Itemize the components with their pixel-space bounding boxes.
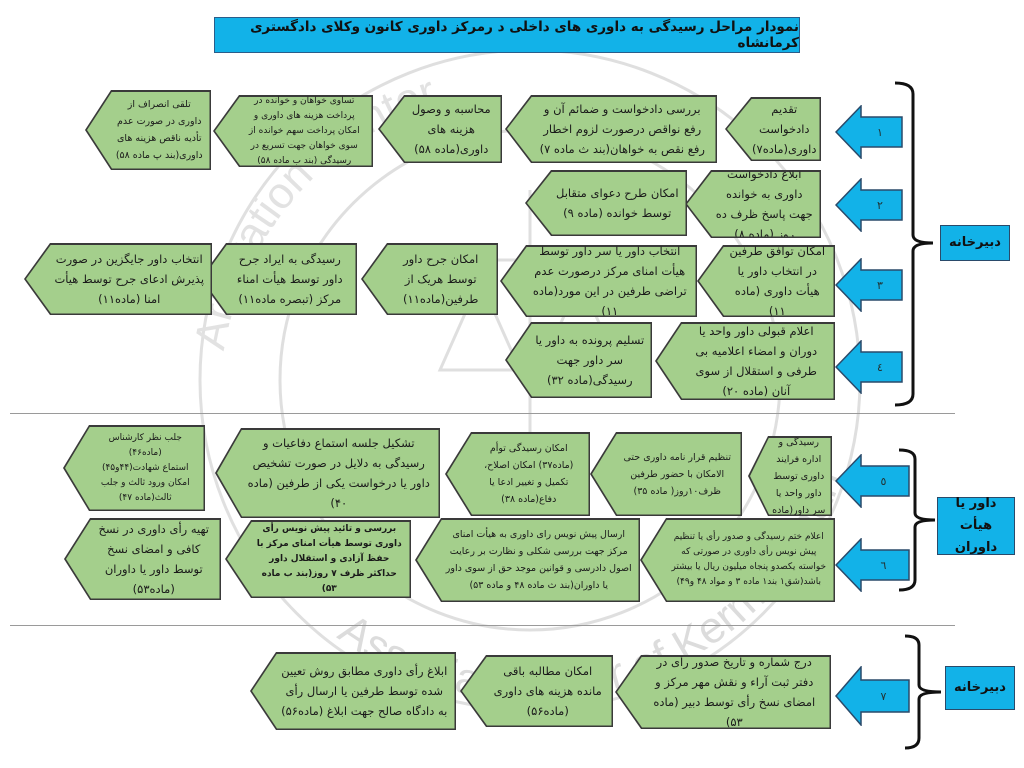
brace-icon (904, 634, 942, 750)
brace-icon (894, 81, 934, 407)
box-text: تهیه رأی داوری در نسخ کافی و امضای نسخ ت… (98, 522, 210, 596)
process-box-replacement-arbitrator: انتخاب داور جایگزین در صورت پذیرش ادعای … (24, 243, 212, 315)
box-text: درج شماره و تاریخ صدور رأی در دفتر ثبت آ… (653, 655, 816, 729)
process-box-review-challenge: رسیدگی به ایراد جرح داور توسط هیأت امناء… (200, 243, 357, 315)
box-text: انتخاب داور جایگزین در صورت پذیرش ادعای … (54, 252, 205, 306)
box-text: تساوی خواهان و خوانده در پرداخت هزینه ها… (248, 95, 360, 166)
section-label-arbitrators: داور یا هیأت داوران (937, 496, 1015, 555)
box-text: شروع رسیدگی و اداره فرایند داوری توسط دا… (772, 419, 826, 516)
box-text-line: استماع شهادت(۴۴و۴۵) (101, 462, 189, 473)
box-text: تشکیل جلسه استماع دفاعیات و رسیدگی به دل… (247, 436, 430, 510)
box-text: اعلام قبولی داور واحد یا دوران و امضاء ا… (695, 324, 818, 398)
process-box-approve-draft: بررسی و تائید پیش نویس رأی داوری توسط هی… (225, 520, 411, 598)
step-number: ١ (877, 125, 883, 139)
step-1-arrow: ١ (835, 105, 903, 159)
box-text: بررسی و تائید پیش نویس رأی داوری توسط هی… (256, 523, 402, 594)
box-text: تقدیم دادخواست داوری(ماده۷) (752, 102, 817, 156)
process-box-notify-award: ابلاغ رأی داوری مطابق روش تعیین شده توسط… (250, 652, 456, 730)
box-text: ابلاغ رأی داوری مطابق روش تعیین شده توسط… (281, 664, 448, 718)
process-box-review-petition: بررسی دادخواست و ضمائم آن و رفع نواقص در… (505, 95, 717, 163)
process-box-parties-agreement: امکان توافق طرفین در انتخاب داور یا هیأت… (697, 245, 835, 317)
box-text: امکان طرح دعوای متقابل توسط خوانده (ماده… (555, 186, 679, 220)
step-number: ٢ (877, 198, 883, 212)
step-number: ٦ (880, 558, 887, 572)
box-text: جلب نظر کارشناس (ماده۴۶) استماع شهادت(۴۴و… (93, 431, 198, 506)
box-text: تسلیم پرونده به داور یا سر داور جهت رسید… (535, 333, 645, 387)
step-number: ٣ (877, 278, 883, 292)
step-6-arrow: ٦ (835, 538, 910, 592)
step-3-arrow: ٣ (835, 258, 903, 312)
process-box-start-proceedings: شروع رسیدگی و اداره فرایند داوری توسط دا… (748, 436, 832, 516)
step-number: ٥ (880, 474, 887, 488)
box-text: تلقی انصراف از داوری در صورت عدم تأدیه ن… (115, 99, 203, 161)
section-divider (10, 625, 955, 626)
process-box-arbitration-agreement: تنظیم قرار نامه داوری حتی الامکان با حضو… (590, 432, 742, 516)
process-box-register-award: درج شماره و تاریخ صدور رأی در دفتر ثبت آ… (615, 655, 831, 729)
process-box-select-arbitrator: انتخاب داور یا سر داور توسط هیأت امنای م… (500, 245, 697, 317)
section-label-secretariat-final: دبیرخانه (945, 666, 1015, 710)
step-7-arrow: ٧ (835, 666, 910, 726)
box-text: اعلام ختم رسیدگی و صدور رأی یا تنظیم پیش… (671, 532, 827, 587)
process-box-acceptance: اعلام قبولی داور واحد یا دوران و امضاء ا… (655, 322, 835, 400)
step-number: ٧ (880, 689, 887, 703)
section-divider (10, 413, 955, 414)
box-text: امکان رسیدگی توأم (ماده۳۷) امکان اصلاح، … (484, 443, 574, 505)
box-text: امکان جرح داور توسط هریک از طرفین(ماده۱۱… (403, 252, 479, 306)
process-box-cost-parity: تساوی خواهان و خوانده در پرداخت هزینه ها… (213, 95, 373, 167)
box-text: رسیدگی به ایراد جرح داور توسط هیأت امناء… (236, 252, 343, 306)
process-box-send-draft: ارسال پیش نویس رای داوری به هیأت امنای م… (415, 518, 640, 602)
process-box-counterclaim: امکان طرح دعوای متقابل توسط خوانده (ماده… (525, 170, 687, 236)
box-text: امکان مطالبه باقی مانده هزینه های داوری … (493, 664, 602, 718)
step-5-arrow: ٥ (835, 454, 910, 508)
process-box-expert-witness: جلب نظر کارشناس (ماده۴۶) استماع شهادت(۴۴و… (63, 425, 205, 511)
step-number: ٤ (877, 360, 883, 374)
process-box-joint-hearing: امکان رسیدگی توأم (ماده۳۷) امکان اصلاح، … (445, 432, 590, 516)
process-box-challenge-arbitrator: امکان جرح داور توسط هریک از طرفین(ماده۱۱… (361, 243, 498, 315)
page-title: نمودار مراحل رسیدگی به داوری های داخلی د… (214, 17, 800, 53)
process-box-deemed-withdrawal: تلقی انصراف از داوری در صورت عدم تأدیه ن… (85, 90, 211, 170)
box-text: بررسی دادخواست و ضمائم آن و رفع نواقص در… (539, 102, 705, 156)
process-box-prepare-award: تهیه رأی داوری در نسخ کافی و امضای نسخ ت… (64, 518, 221, 600)
box-text: امکان توافق طرفین در انتخاب داور یا هیأت… (729, 244, 826, 318)
process-box-close-proceedings: اعلام ختم رسیدگی و صدور رأی یا تنظیم پیش… (640, 518, 835, 602)
process-box-hearing-session: تشکیل جلسه استماع دفاعیات و رسیدگی به دل… (215, 428, 440, 518)
box-text: انتخاب داور یا سر داور توسط هیأت امنای م… (532, 244, 687, 318)
brace-icon (898, 448, 936, 592)
process-box-notify-respondent: ابلاغ دادخواست داوری به خوانده جهت پاسخ … (685, 170, 821, 238)
step-2-arrow: ٢ (835, 178, 903, 232)
process-box-calculate-costs: محاسبه و وصول هزینه های داوری(ماده ۵۸) (378, 95, 502, 163)
box-text: ارسال پیش نویس رای داوری به هیأت امنای م… (445, 529, 632, 591)
process-box-remaining-costs: امکان مطالبه باقی مانده هزینه های داوری … (460, 655, 613, 727)
box-text-line: جلب نظر کارشناس (ماده۴۶) (108, 432, 182, 458)
box-text: ابلاغ دادخواست داوری به خوانده جهت پاسخ … (715, 167, 813, 241)
section-label-secretariat: دبیرخانه (940, 225, 1010, 261)
box-text-line: امکان ورود ثالث و جلب ثالث(ماده ۴۷) (100, 477, 190, 503)
box-text: محاسبه و وصول هزینه های داوری(ماده ۵۸) (411, 102, 491, 156)
box-text: تنظیم قرار نامه داوری حتی الامکان با حضو… (623, 451, 731, 497)
step-4-arrow: ٤ (835, 340, 903, 394)
process-box-file-handover: تسلیم پرونده به داور یا سر داور جهت رسید… (505, 322, 652, 398)
